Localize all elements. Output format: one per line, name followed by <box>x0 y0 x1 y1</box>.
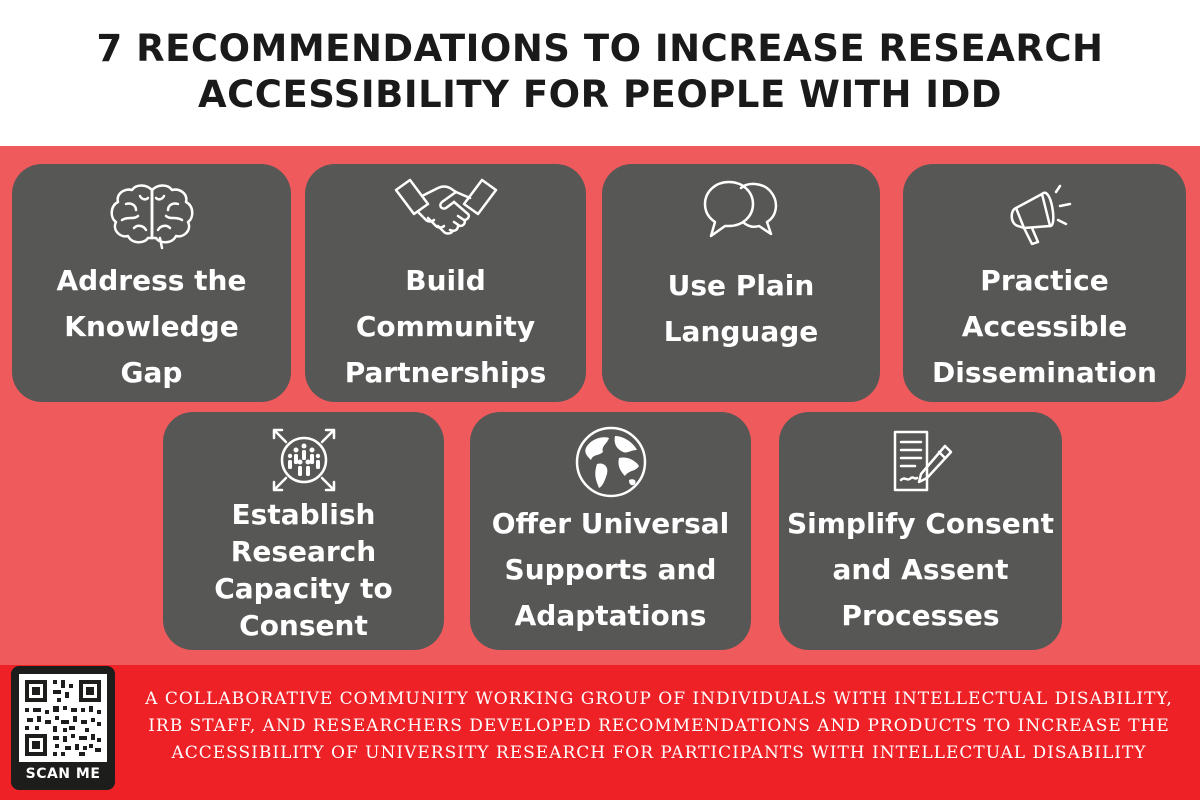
qr-scan-label: SCAN ME <box>25 766 101 782</box>
card-use-plain-language: Use Plain Language <box>602 164 880 402</box>
card-label-line: Accessible <box>961 310 1128 343</box>
card-label-line: Language <box>663 315 819 348</box>
card-label: Build Community Partnerships <box>305 258 586 396</box>
card-label: Simplify Consent and Assent Processes <box>779 501 1062 639</box>
footer-description: A COLLABORATIVE COMMUNITY WORKING GROUP … <box>125 686 1193 767</box>
footer-line: IRB STAFF, AND RESEARCHERS DEVELOPED REC… <box>148 716 1170 736</box>
card-label-line: Dissemination <box>932 356 1157 389</box>
speech-bubbles-icon <box>703 180 778 238</box>
globe-icon <box>575 426 646 498</box>
card-label-line: Use Plain <box>667 269 815 302</box>
document-pen-icon <box>893 430 952 492</box>
handshake-icon <box>394 178 497 235</box>
footer-line: A COLLABORATIVE COMMUNITY WORKING GROUP … <box>145 689 1173 709</box>
card-label-line: Address the <box>56 264 247 297</box>
footer <box>0 665 1200 800</box>
card-label: Establish Research Capacity to Consent <box>163 496 444 644</box>
card-label: Address the Knowledge Gap <box>12 258 291 396</box>
brain-icon <box>110 184 193 250</box>
card-label-line: Processes <box>841 599 1000 632</box>
header: 7 RECOMMENDATIONS TO INCREASE RESEARCH A… <box>0 0 1200 146</box>
card-label-line: Establish <box>231 498 376 531</box>
title-line: 7 RECOMMENDATIONS TO INCREASE RESEARCH <box>96 27 1104 70</box>
card-label-line: Research <box>230 535 377 568</box>
card-label-line: Knowledge <box>64 310 239 343</box>
qr-code-frame <box>19 674 107 762</box>
card-label-line: Build <box>405 264 486 297</box>
card-address-knowledge-gap: Address the Knowledge Gap <box>12 164 291 402</box>
card-establish-research-capacity: Establish Research Capacity to Consent <box>163 412 444 650</box>
card-label-line: Simplify Consent <box>786 507 1055 540</box>
page-title: 7 RECOMMENDATIONS TO INCREASE RESEARCH A… <box>0 26 1200 118</box>
card-label-line: Adaptations <box>514 599 707 632</box>
megaphone-icon <box>1010 184 1071 246</box>
card-label: Practice Accessible Dissemination <box>903 258 1186 396</box>
card-offer-universal-supports: Offer Universal Supports and Adaptations <box>470 412 751 650</box>
card-build-community-partnerships: Build Community Partnerships <box>305 164 586 402</box>
title-line: ACCESSIBILITY FOR PEOPLE WITH IDD <box>198 73 1002 116</box>
qr-code-icon <box>19 674 107 762</box>
card-practice-accessible-dissemination: Practice Accessible Dissemination <box>903 164 1186 402</box>
card-label-line: and Assent <box>832 553 1009 586</box>
card-label: Use Plain Language <box>602 263 880 355</box>
people-group-icon <box>272 428 335 492</box>
qr-code-block[interactable]: SCAN ME <box>11 666 115 790</box>
card-label-line: Practice <box>980 264 1109 297</box>
card-label-line: Gap <box>120 356 183 389</box>
card-label: Offer Universal Supports and Adaptations <box>470 501 751 639</box>
card-label-line: Partnerships <box>344 356 547 389</box>
card-label-line: Consent <box>239 609 368 642</box>
card-label-line: Community <box>355 310 536 343</box>
card-label-line: Supports and <box>504 553 717 586</box>
card-label-line: Capacity to <box>214 572 393 605</box>
card-simplify-consent-assent: Simplify Consent and Assent Processes <box>779 412 1062 650</box>
card-label-line: Offer Universal <box>491 507 730 540</box>
footer-line: ACCESSIBILITY OF UNIVERSITY RESEARCH FOR… <box>171 743 1147 763</box>
